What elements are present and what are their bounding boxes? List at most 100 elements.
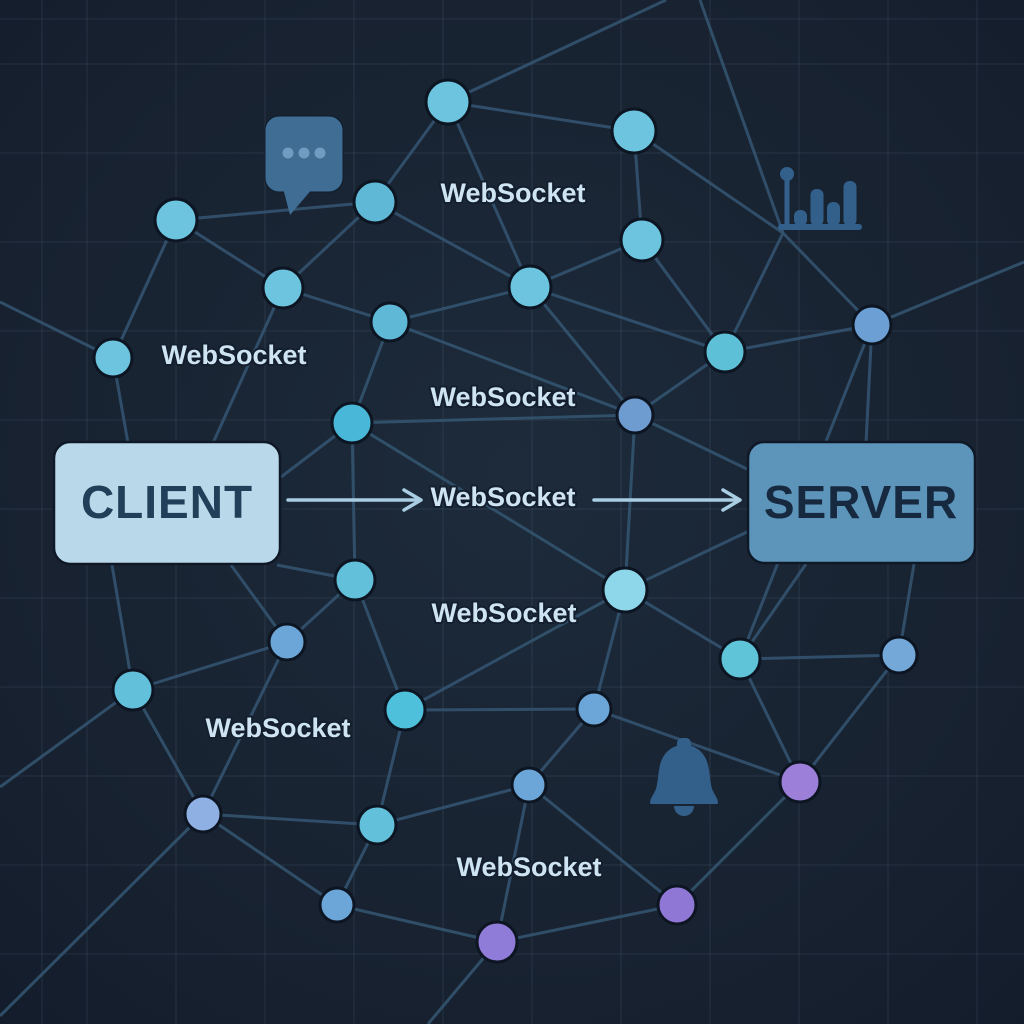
chat-bubble-icon — [264, 115, 344, 215]
network-node — [615, 395, 655, 435]
arrows-layer — [286, 488, 742, 512]
chart-bar — [794, 210, 807, 226]
network-node — [369, 301, 411, 343]
edge — [447, 100, 635, 133]
edge — [528, 286, 637, 416]
labels-layer: WebSocketWebSocketWebSocketWebSocketWebS… — [159, 176, 603, 884]
edge — [175, 200, 376, 222]
network-node — [261, 266, 305, 310]
network-node — [111, 668, 155, 712]
network-node — [619, 217, 665, 263]
edge — [675, 780, 802, 907]
edge — [404, 707, 595, 712]
network-node — [92, 337, 134, 379]
edge — [724, 323, 873, 354]
nodes-layer — [92, 78, 919, 964]
chart-antenna-stem — [784, 178, 790, 224]
chat-dot — [298, 147, 310, 159]
websocket-label: WebSocket — [440, 178, 585, 208]
edge — [798, 654, 901, 783]
server-box-rect — [746, 440, 977, 565]
edge — [0, 688, 134, 789]
edge — [374, 200, 531, 289]
chart-bar — [827, 202, 840, 226]
client-box-rect — [52, 440, 282, 566]
edge — [389, 285, 531, 324]
network-node — [475, 920, 519, 964]
edge — [634, 413, 750, 472]
edge — [211, 287, 285, 444]
edge — [202, 812, 378, 827]
network-node — [610, 107, 658, 155]
edge — [447, 0, 667, 104]
network-node — [703, 330, 747, 374]
edge — [404, 588, 626, 712]
websocket-label: WebSocket — [430, 482, 575, 512]
edge — [738, 658, 802, 783]
edge — [739, 653, 900, 661]
edge — [351, 421, 626, 592]
network-node — [778, 760, 822, 804]
arrow-head — [402, 488, 423, 512]
bell-clapper — [674, 806, 694, 816]
network-node — [718, 637, 762, 681]
edge — [131, 689, 205, 815]
edge — [201, 641, 289, 815]
websocket-label: WebSocket — [431, 598, 576, 628]
network-node — [851, 304, 893, 346]
network-node — [424, 78, 472, 126]
websocket-label: WebSocket — [161, 340, 306, 370]
edge — [623, 414, 637, 591]
edge — [781, 231, 874, 327]
edge — [446, 101, 532, 288]
client-box: CLIENT — [52, 440, 282, 566]
edge — [529, 285, 726, 354]
edge — [336, 903, 498, 944]
edge — [495, 784, 531, 943]
chat-dot — [314, 147, 326, 159]
websocket-label: WebSocket — [205, 713, 350, 743]
network-node — [153, 197, 199, 243]
network-node — [352, 179, 398, 225]
edge — [0, 300, 114, 360]
network-node — [879, 635, 919, 675]
client-label: CLIENT — [81, 476, 253, 528]
network-node — [183, 794, 223, 834]
edge — [132, 640, 288, 692]
edge — [528, 783, 678, 907]
chart-bar — [810, 189, 824, 226]
arrow-client-to-websocket — [286, 488, 423, 512]
icons-layer — [264, 115, 862, 816]
edge — [871, 260, 1024, 327]
server-label: SERVER — [764, 476, 958, 528]
chart-bar — [843, 181, 857, 226]
edge — [593, 707, 801, 784]
network-node — [356, 804, 398, 846]
server-box: SERVER — [746, 440, 977, 565]
edge — [376, 783, 530, 827]
edge — [0, 812, 205, 1018]
network-node — [575, 690, 613, 728]
edge — [202, 812, 338, 907]
chart-antenna-dot — [780, 167, 794, 181]
network-node — [510, 766, 548, 804]
bell-icon — [650, 738, 718, 816]
network-node — [601, 566, 649, 614]
websocket-label: WebSocket — [430, 382, 575, 412]
network-node — [267, 622, 307, 662]
edge — [723, 232, 785, 353]
edge — [496, 903, 678, 944]
websocket-label: WebSocket — [456, 852, 601, 882]
arrow-websocket-to-server — [592, 488, 742, 512]
edge — [698, 0, 785, 234]
network-node — [318, 886, 356, 924]
edge — [353, 579, 407, 711]
edge — [351, 413, 636, 425]
bell-body — [650, 745, 718, 804]
edge — [633, 129, 784, 235]
network-node — [656, 884, 698, 926]
edge — [111, 219, 178, 359]
chat-dot — [282, 147, 294, 159]
